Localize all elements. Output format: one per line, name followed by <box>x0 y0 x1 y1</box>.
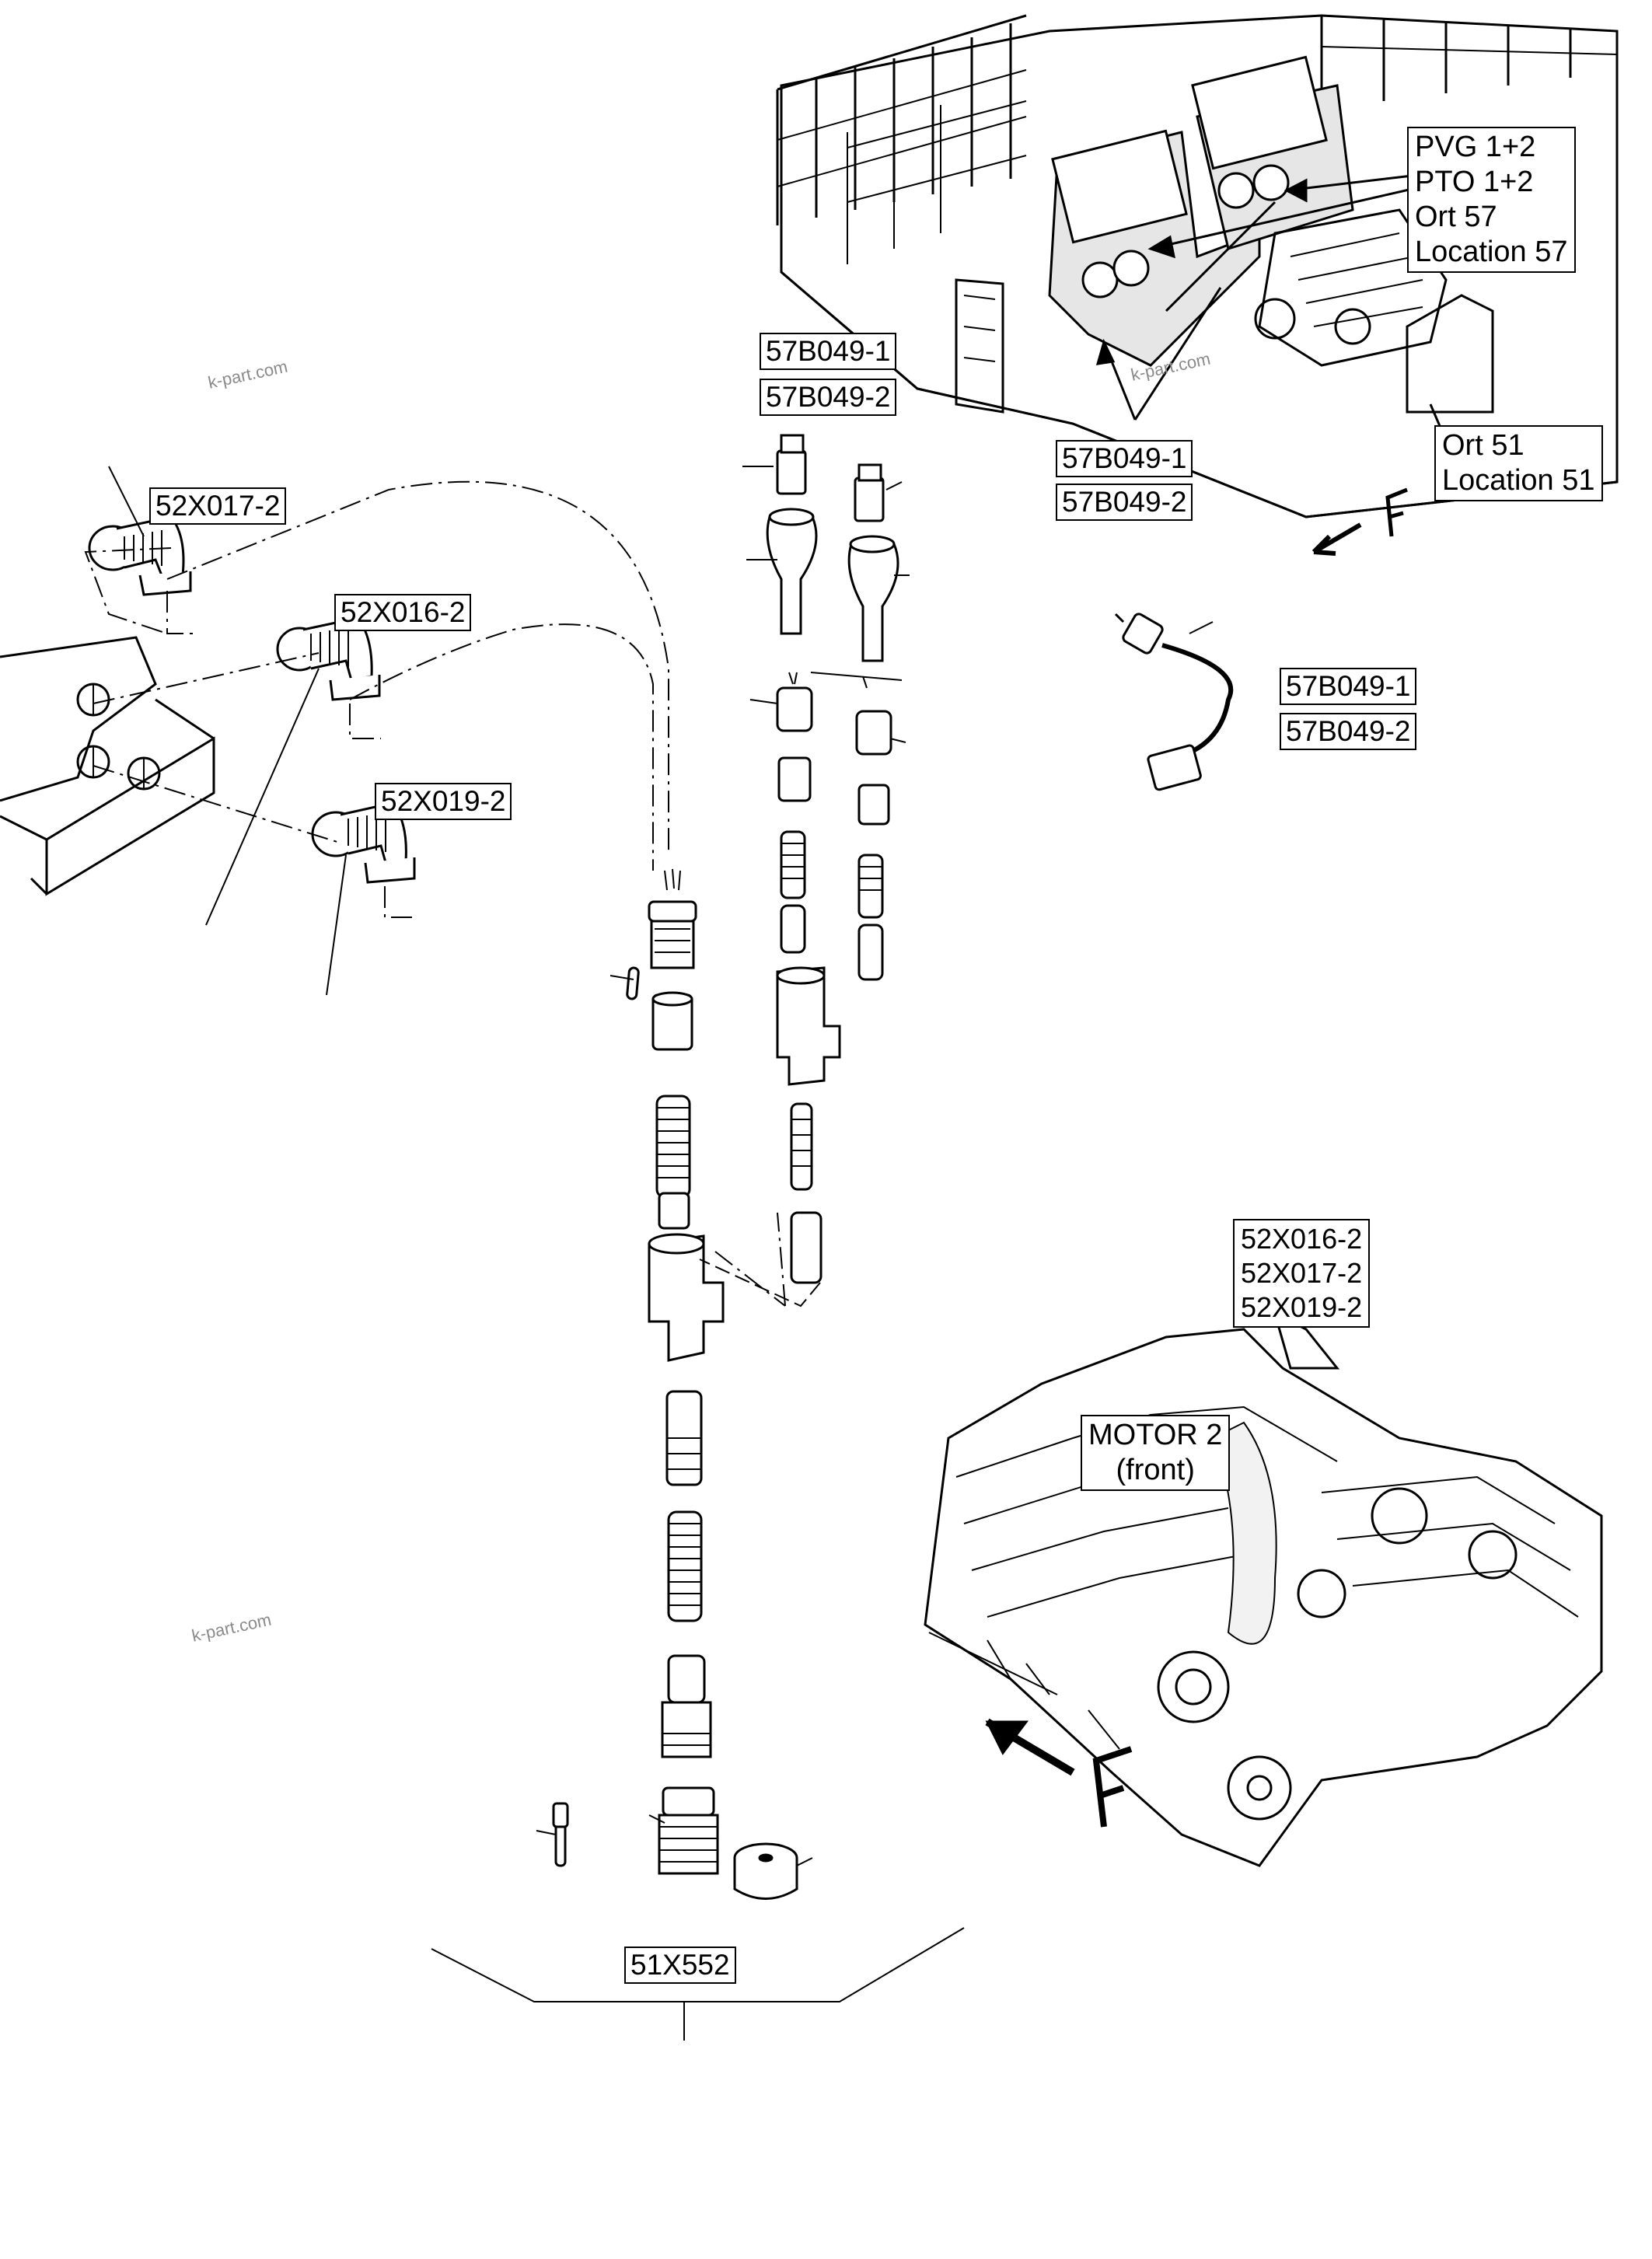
motor-line-1: MOTOR 2 <box>1088 1419 1223 1451</box>
callout-51x552: 51X552 <box>624 1947 736 1984</box>
location-57-line-4: Location 57 <box>1415 236 1568 268</box>
engine-group-line-1: 52X016-2 <box>1241 1223 1363 1255</box>
motor-line-2: (front) <box>1116 1454 1195 1486</box>
motor-2-label: MOTOR 2 (front) <box>1081 1415 1231 1491</box>
sensor-connector-stacks <box>699 434 910 1308</box>
group-bracket-51x552 <box>431 1927 965 2041</box>
vehicle-deck-illustration <box>776 14 1619 556</box>
location-51-line-2: Location 51 <box>1442 464 1595 497</box>
callout-57b049-2-location: 57B049-2 <box>1056 484 1193 521</box>
location-51-line-1: Ort 51 <box>1442 429 1525 462</box>
location-57-line-2: PTO 1+2 <box>1415 166 1534 198</box>
leader-lines <box>108 466 347 996</box>
callout-57b049-1-location: 57B049-1 <box>1056 440 1193 477</box>
location-57-box: PVG 1+2 PTO 1+2 Ort 57 Location 57 <box>1407 127 1576 273</box>
location-57-line-1: PVG 1+2 <box>1415 131 1536 163</box>
engine-group-line-2: 52X017-2 <box>1241 1257 1363 1289</box>
temperature-sensor <box>1114 613 1234 791</box>
routing-lines <box>84 480 786 1307</box>
location-57-line-3: Ort 57 <box>1415 201 1497 233</box>
callout-52x019-2: 52X019-2 <box>375 783 512 820</box>
callout-57b049-2-top: 57B049-2 <box>760 379 897 416</box>
callout-57b049-2-sensor: 57B049-2 <box>1280 713 1417 750</box>
callout-52x016-2: 52X016-2 <box>334 594 472 631</box>
engine-illustration <box>924 1311 1603 1867</box>
engine-group-line-3: 52X019-2 <box>1241 1291 1363 1323</box>
elbow-connector-52x017 <box>88 515 192 596</box>
engine-direction-arrow <box>985 1718 1133 1828</box>
main-connector-stack <box>536 868 813 1900</box>
callout-52x017-2: 52X017-2 <box>149 487 287 525</box>
engine-connector-group-box: 52X016-2 52X017-2 52X019-2 <box>1233 1219 1371 1328</box>
bulkhead-plate <box>0 636 215 896</box>
callout-57b049-1-top: 57B049-1 <box>760 333 897 370</box>
callout-57b049-1-sensor: 57B049-1 <box>1280 668 1417 705</box>
location-51-box: Ort 51 Location 51 <box>1434 425 1603 501</box>
